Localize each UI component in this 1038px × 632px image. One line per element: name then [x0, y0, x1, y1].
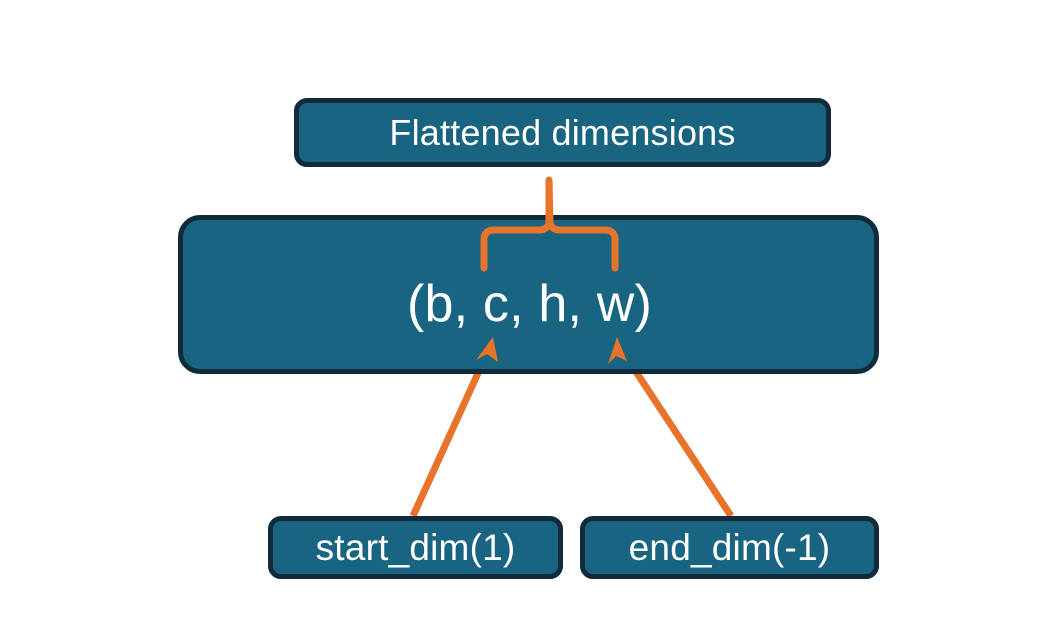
tensor-shape-box: (b, c, h, w): [178, 215, 879, 374]
start-dim-label: start_dim(1): [315, 526, 516, 568]
end-dim-box: end_dim(-1): [580, 516, 879, 579]
flattened-dimensions-box: Flattened dimensions: [294, 98, 831, 167]
start-dim-box: start_dim(1): [268, 516, 563, 579]
flattened-dimensions-label: Flattened dimensions: [389, 111, 736, 153]
tensor-shape-label: (b, c, h, w): [406, 274, 653, 333]
start-dim-arrow-shaft: [409, 347, 493, 518]
end-dim-label: end_dim(-1): [628, 526, 831, 568]
end-dim-arrow-shaft: [618, 347, 734, 518]
